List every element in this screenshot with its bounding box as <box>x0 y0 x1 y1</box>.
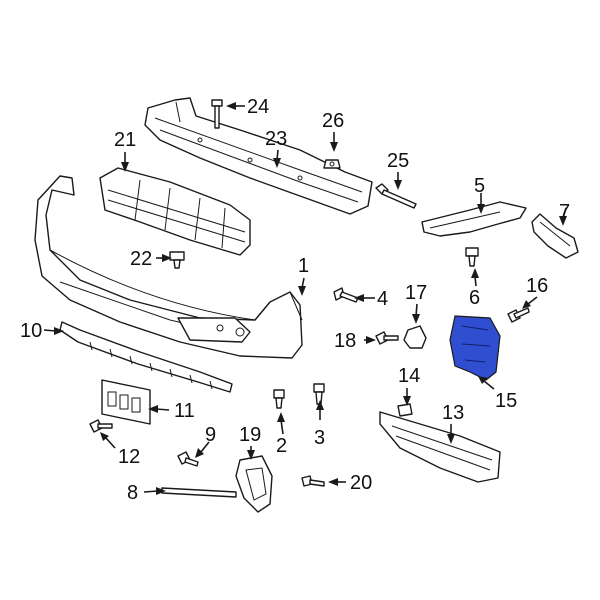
callout-14: 14 <box>398 365 420 387</box>
callout-19: 19 <box>239 424 261 446</box>
callout-11: 11 <box>174 400 195 422</box>
bolt-fastener-25 <box>375 183 417 209</box>
license-plate-bracket <box>101 379 151 425</box>
callout-5: 5 <box>474 175 485 197</box>
screw-fastener-20 <box>301 475 325 487</box>
callout-6: 6 <box>469 287 480 309</box>
callout-25: 25 <box>387 150 409 172</box>
callout-26: 26 <box>322 110 344 132</box>
bumper-reinforcement-beam <box>144 97 373 215</box>
callout-8: 8 <box>127 482 138 504</box>
screw-fastener-18 <box>375 331 399 345</box>
screw-fastener-9 <box>177 451 199 467</box>
callout-9: 9 <box>205 424 216 446</box>
side-bracket-right <box>531 213 579 259</box>
callout-24: 24 <box>247 96 269 118</box>
callout-23: 23 <box>265 128 287 150</box>
fog-light-bezel <box>235 455 273 513</box>
bumper-cover <box>34 175 303 359</box>
callout-21: 21 <box>114 129 136 151</box>
callout-13: 13 <box>442 402 464 424</box>
side-support-bracket <box>421 201 527 237</box>
callout-17: 17 <box>405 282 427 304</box>
clip-fastener-3 <box>313 383 325 405</box>
callout-12: 12 <box>118 446 140 468</box>
callout-15: 15 <box>495 390 517 412</box>
callout-7: 7 <box>559 201 570 223</box>
air-deflector-strip <box>59 321 233 393</box>
clip-fastener-2 <box>273 389 285 409</box>
screw-fastener-12 <box>89 419 113 433</box>
fog-light-clip <box>403 325 427 349</box>
callout-3: 3 <box>314 427 325 449</box>
callout-2: 2 <box>276 435 287 457</box>
nut-fastener-26 <box>323 159 341 169</box>
callout-18: 18 <box>334 330 356 352</box>
trim-strip <box>161 487 237 498</box>
screw-fastener-16 <box>507 307 530 323</box>
callout-4: 4 <box>377 288 388 310</box>
bolt-fastener-24 <box>211 99 223 129</box>
callout-22: 22 <box>130 248 152 270</box>
callout-20: 20 <box>350 472 372 494</box>
lower-grille <box>379 411 501 483</box>
clip-fastener-6 <box>465 247 479 267</box>
grille-shutter <box>99 167 251 256</box>
callout-10: 10 <box>20 320 42 342</box>
retainer-clip <box>397 403 413 417</box>
callout-1: 1 <box>298 255 309 277</box>
clip-fastener-22 <box>169 251 185 269</box>
highlighted-bracket <box>449 315 501 381</box>
leader-lines <box>43 102 567 495</box>
clip-fastener-4 <box>333 287 359 303</box>
callout-16: 16 <box>526 275 548 297</box>
